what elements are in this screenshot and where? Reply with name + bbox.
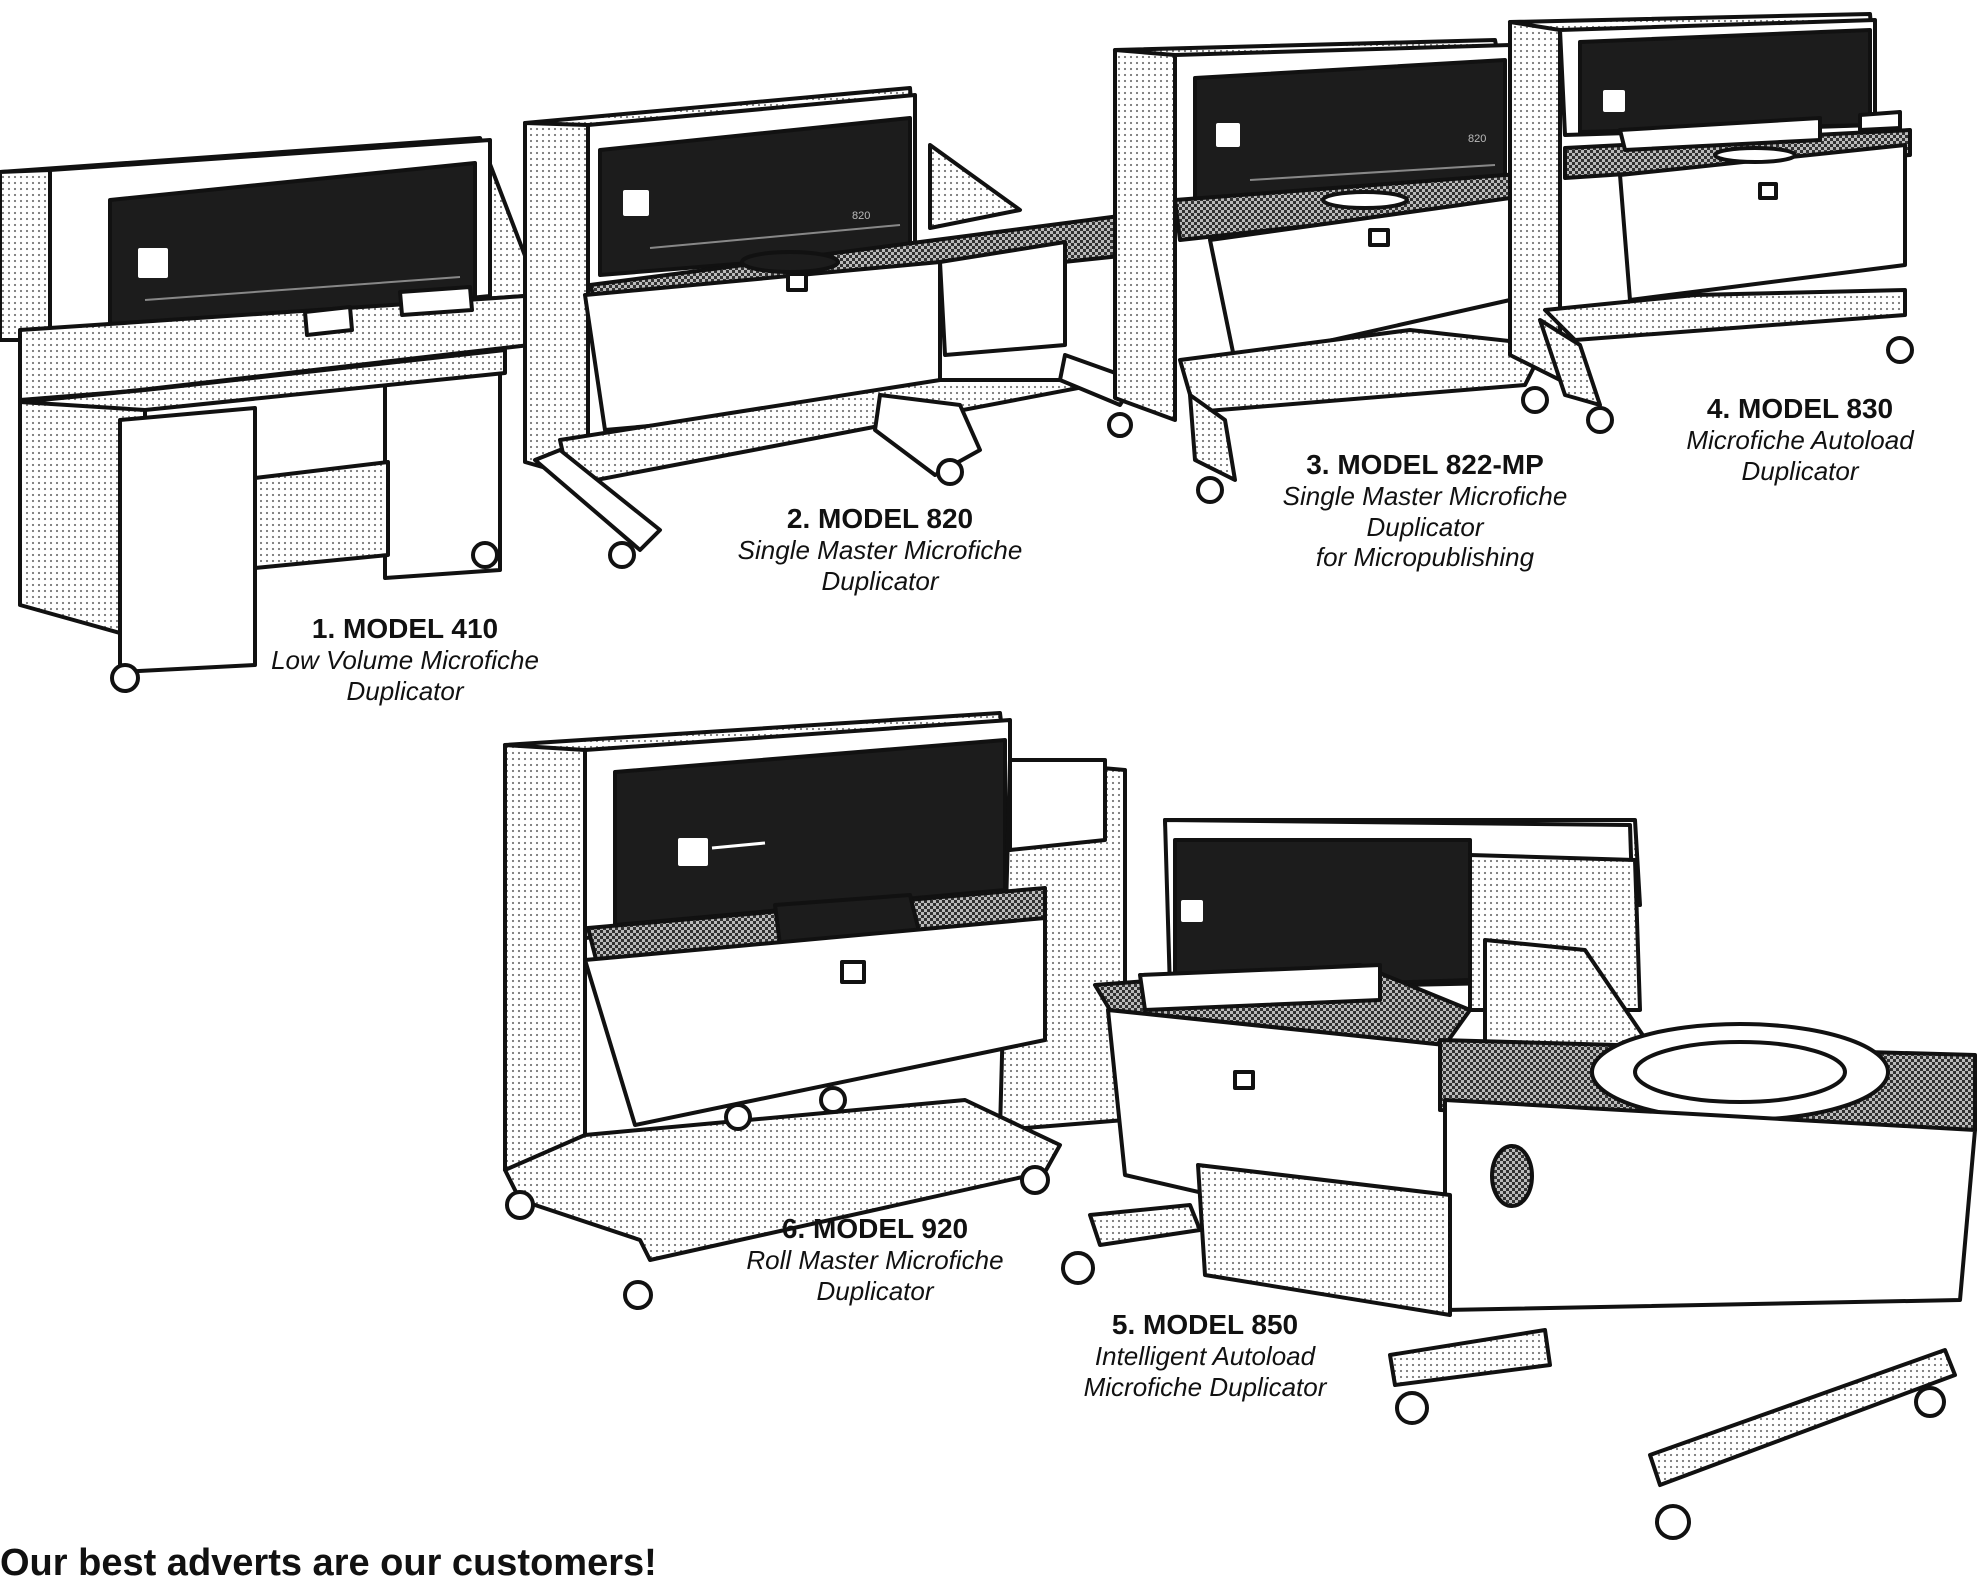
caption-model-820-line-2: Duplicator [821, 565, 939, 596]
model-822mp-panel-label: 820 [1468, 133, 1486, 145]
model-820-drawing [523, 86, 1137, 569]
caption-model-822mp-line-1: Single Master Microfiche [1282, 481, 1568, 512]
caption-model-410: 1. MODEL 410 Low Volume Microfiche Dupli… [220, 612, 590, 706]
caption-model-830-line-2: Duplicator [1741, 455, 1859, 486]
caption-model-850-line-2: Microfiche Duplicator [1083, 1371, 1327, 1402]
caption-model-850-number: 5. MODEL 850 [1111, 1309, 1299, 1340]
caption-model-830: 4. MODEL 830 Microfiche Autoload Duplica… [1620, 392, 1980, 486]
caption-model-410-number: 1. MODEL 410 [311, 613, 499, 644]
caption-model-822mp: 3. MODEL 822-MP Single Master Microfiche… [1235, 448, 1615, 573]
caption-model-850: 5. MODEL 850 Intelligent Autoload Microf… [1020, 1308, 1390, 1402]
model-920-drawing [503, 711, 1127, 1310]
footer-headline: Our best adverts are our customers! [0, 1542, 657, 1584]
caption-model-820-number: 2. MODEL 820 [786, 503, 974, 534]
model-830-drawing [1508, 12, 1914, 434]
caption-model-822mp-number: 3. MODEL 822-MP [1306, 449, 1544, 480]
model-820-panel-label: 820 [852, 210, 870, 222]
caption-model-830-line-1: Microfiche Autoload [1686, 425, 1914, 456]
caption-model-920-line-1: Roll Master Microfiche [746, 1245, 1004, 1276]
caption-model-920: 6. MODEL 920 Roll Master Microfiche Dupl… [690, 1212, 1060, 1306]
caption-model-820-line-1: Single Master Microfiche [737, 535, 1023, 566]
caption-model-822mp-line-3: for Micropublishing [1315, 542, 1535, 573]
model-410-drawing [0, 136, 542, 693]
model-822mp-drawing [1113, 38, 1549, 504]
caption-model-410-line-1: Low Volume Microfiche [271, 645, 539, 676]
model-850-drawing [1061, 818, 1977, 1540]
caption-model-830-number: 4. MODEL 830 [1706, 393, 1894, 424]
caption-model-920-line-2: Duplicator [816, 1275, 934, 1306]
caption-model-850-line-1: Intelligent Autoload [1094, 1341, 1316, 1372]
caption-model-410-line-2: Duplicator [346, 675, 464, 706]
caption-model-920-number: 6. MODEL 920 [781, 1213, 969, 1244]
caption-model-822mp-line-2: Duplicator [1366, 511, 1484, 542]
caption-model-820: 2. MODEL 820 Single Master Microfiche Du… [690, 502, 1070, 596]
